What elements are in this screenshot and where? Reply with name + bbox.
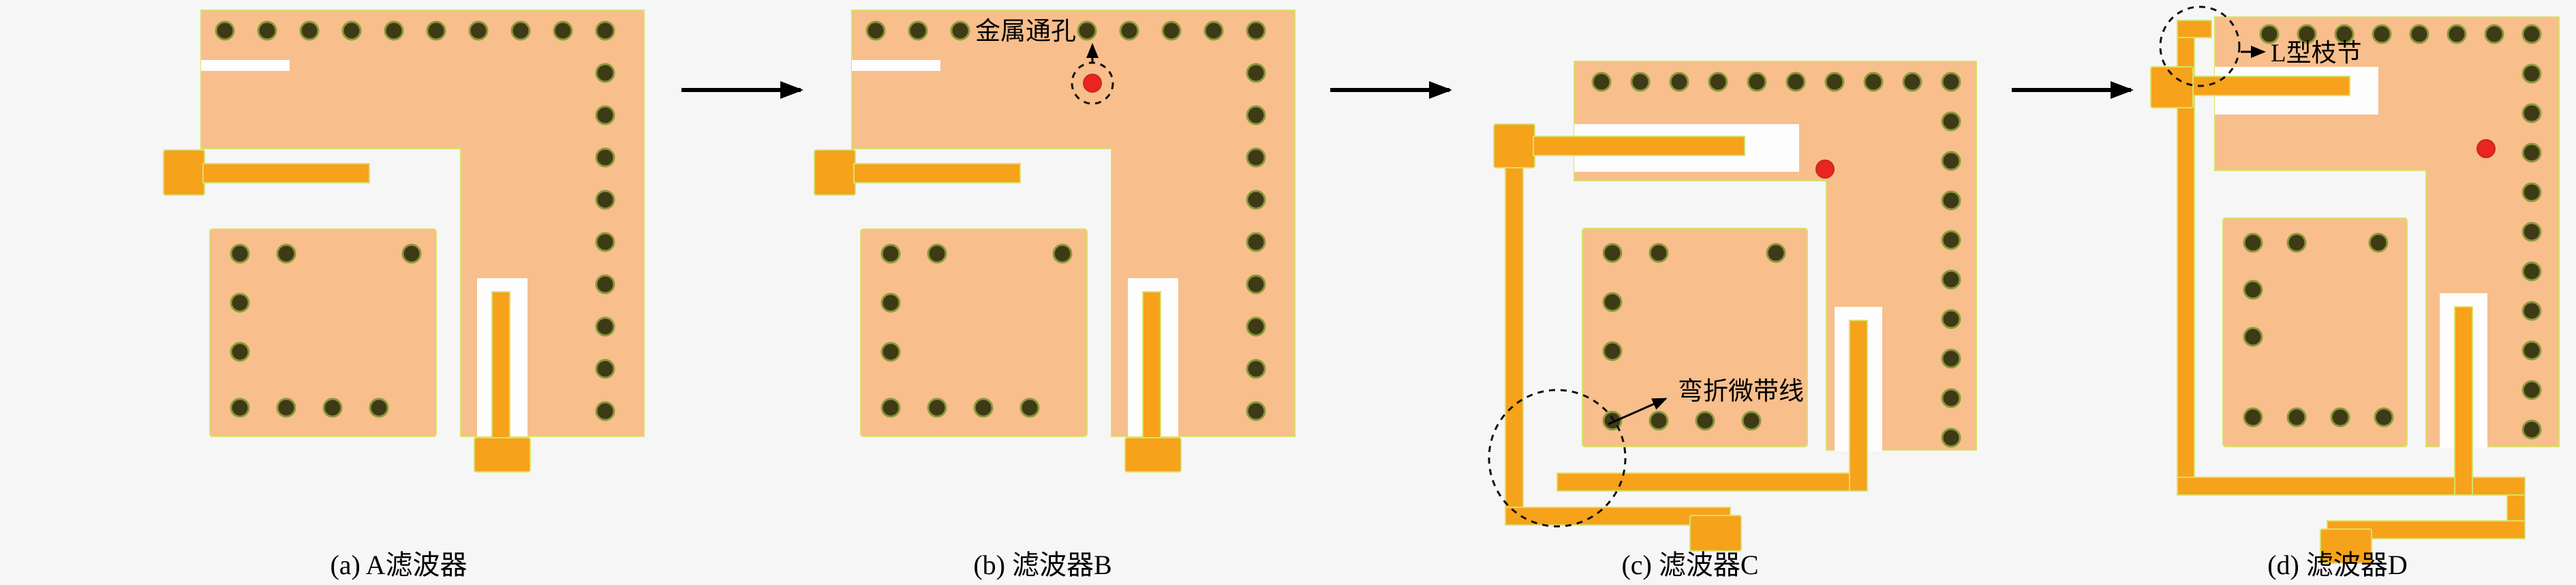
output-feed-line bbox=[1849, 320, 1868, 492]
ground-via-array bbox=[2243, 24, 2542, 440]
input-feed-line bbox=[2192, 76, 2350, 96]
metal-via bbox=[2477, 139, 2496, 158]
highlight-dashed-circle bbox=[2159, 5, 2241, 87]
metal-via bbox=[1815, 160, 1835, 179]
coupling-slit bbox=[852, 60, 940, 71]
panel-d: L型枝节 (d) 滤波器D bbox=[2150, 5, 2560, 580]
annotation-label: L型枝节 bbox=[2271, 40, 2362, 68]
output-port-pad bbox=[2320, 528, 2372, 564]
input-feed-line bbox=[202, 163, 370, 183]
output-port-pad bbox=[1124, 437, 1182, 472]
output-port-pad bbox=[1689, 515, 1742, 552]
panel-caption: (a) A滤波器 bbox=[330, 550, 467, 580]
panel-b: 金属通孔 (b) 滤波器B bbox=[814, 10, 1295, 580]
annotation-arrow-icon bbox=[1608, 397, 1668, 425]
substrate-patch bbox=[200, 10, 645, 437]
inner-resonator-patch bbox=[1582, 228, 1808, 447]
input-port-pad bbox=[163, 149, 205, 196]
panel-c: 弯折微带线 (c) 滤波器C bbox=[1488, 61, 1977, 580]
l-stub-arm bbox=[2177, 20, 2212, 38]
coupling-slit bbox=[201, 60, 290, 71]
output-feed-line bbox=[2454, 306, 2473, 496]
inner-resonator-patch bbox=[209, 228, 437, 437]
output-port-pad bbox=[474, 437, 531, 472]
bent-microstrip-vertical bbox=[1505, 167, 1524, 526]
ground-via-array bbox=[865, 20, 1266, 421]
panel-a: (a) A滤波器 bbox=[163, 10, 645, 580]
bent-microstrip-upper bbox=[1557, 472, 1868, 492]
substrate-patch bbox=[851, 10, 1295, 437]
ground-via-array bbox=[1591, 72, 1961, 448]
input-feed-line bbox=[853, 163, 1021, 183]
highlight-dashed-circle bbox=[1488, 389, 1627, 528]
input-port-pad bbox=[814, 149, 856, 196]
inner-resonator-patch bbox=[2222, 217, 2408, 447]
panel-caption: (b) 滤波器B bbox=[973, 550, 1111, 580]
input-port-pad bbox=[1493, 123, 1535, 168]
panel-caption: (c) 滤波器C bbox=[1621, 550, 1758, 580]
panel-caption: (d) 滤波器D bbox=[2267, 550, 2408, 580]
annotation-label: 弯折微带线 bbox=[1678, 377, 1804, 406]
metal-via bbox=[1083, 74, 1102, 93]
annotation-label: 金属通孔 bbox=[975, 17, 1076, 46]
input-feed-line bbox=[1533, 136, 1745, 156]
ground-via-array bbox=[215, 20, 615, 421]
inner-resonator-patch bbox=[860, 228, 1088, 437]
